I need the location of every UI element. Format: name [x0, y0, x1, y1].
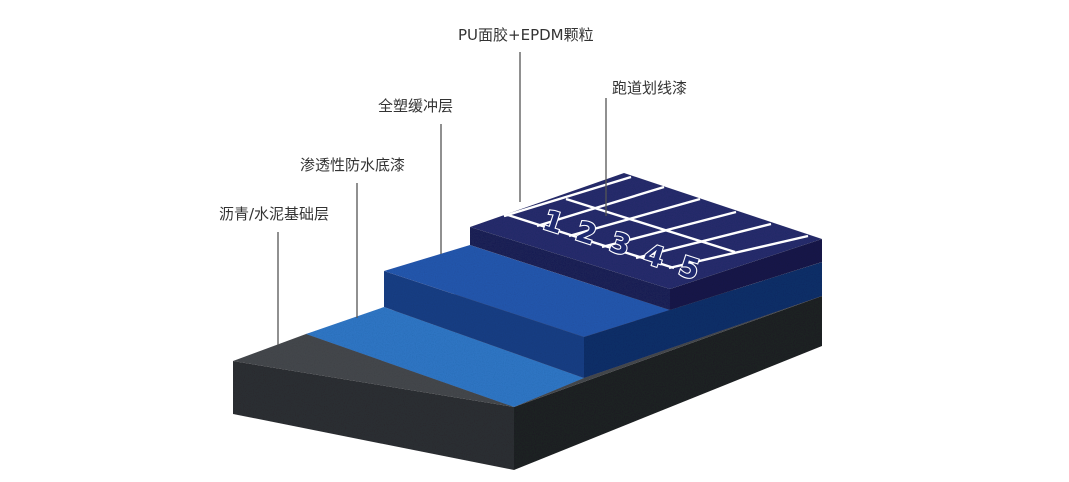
- box-line: [503, 213, 509, 218]
- cushion-layer-top: [384, 245, 670, 337]
- lane-line: [601, 210, 737, 249]
- surface-layer-block: [470, 173, 822, 310]
- base-layer-side: [514, 296, 822, 470]
- base-layer-front: [233, 361, 514, 470]
- label-cushion-layer: 全塑缓冲层: [378, 97, 453, 115]
- label-primer-layer: 渗透性防水底漆: [300, 156, 405, 174]
- track-markings: [503, 175, 809, 270]
- label-line-paint: 跑道划线漆: [612, 79, 687, 97]
- cushion-layer-block: [384, 245, 822, 378]
- cushion-layer-front: [384, 271, 584, 378]
- label-base-layer: 沥青/水泥基础层: [219, 205, 329, 223]
- lane-numbers: 1 2 3 4 5: [538, 202, 705, 288]
- lane-line: [668, 234, 809, 270]
- surface-layer-front: [470, 227, 670, 310]
- lane-line: [536, 185, 665, 228]
- callout-labels: 沥青/水泥基础层 渗透性防水底漆 全塑缓冲层 PU面胶+EPDM颗粒 跑道划线漆: [219, 26, 687, 223]
- callout-leaders: [277, 52, 607, 345]
- label-surface-layer: PU面胶+EPDM颗粒: [458, 26, 594, 44]
- primer-layer-block: [306, 307, 584, 407]
- primer-layer-top: [306, 307, 584, 407]
- start-line: [507, 213, 675, 270]
- lane-line: [568, 197, 701, 238]
- surface-layer-side: [670, 239, 822, 310]
- box-line: [565, 197, 736, 254]
- surface-layer-top: [470, 173, 822, 289]
- cushion-layer-side: [584, 262, 822, 378]
- lane-line: [503, 175, 632, 218]
